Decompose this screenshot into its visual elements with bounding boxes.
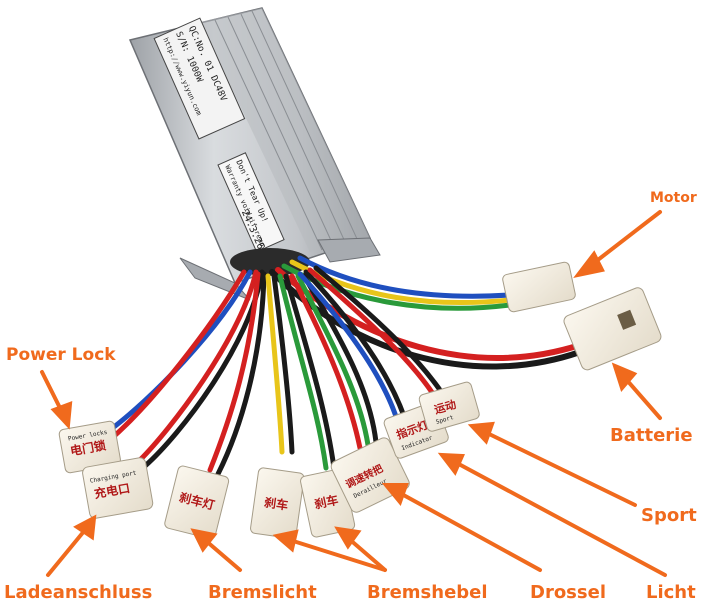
callout-arrows: [40, 210, 667, 577]
throttle-connector: 调速转把 Derailleur: [330, 437, 410, 513]
sport-arrow-line: [483, 430, 637, 507]
bremslicht-label: Bremslicht: [208, 582, 317, 603]
power-lock-tag-text: 电门锁: [69, 437, 107, 458]
motor-connector: [502, 261, 576, 313]
power-lock-label: Power Lock: [6, 345, 116, 365]
throttle-wire-black: [301, 273, 379, 445]
battery-arrow-head: [611, 362, 638, 393]
callout-labels: Motor Power Lock Batterie Sport Ladeansc…: [4, 190, 697, 603]
sport-tag-en: Sport: [435, 414, 455, 426]
ladeanschluss-label: Ladeanschluss: [4, 582, 152, 603]
power-lock-connector: 电门锁 Power locks: [58, 420, 121, 474]
motor-wire-blue: [297, 255, 513, 299]
brake2-wire-black: [283, 273, 337, 471]
battery-connector: [563, 287, 662, 371]
sport-wire-black: [313, 265, 451, 405]
motor-controller-housing: QC:No. 01 DC48V S/N: 1000W http://www.yi…: [128, 7, 381, 301]
powerlock-wire-red: [109, 269, 247, 441]
brake2-tag-text: 刹车: [313, 492, 340, 512]
mounting-flange-right: [317, 237, 381, 263]
bremshebel-arrow-line-2: [346, 536, 387, 572]
licht-label: Licht: [646, 582, 696, 603]
licht-arrow-head: [437, 452, 465, 476]
licht-arrow-line: [453, 460, 667, 577]
sport-connector: 运动 Sport: [418, 381, 480, 432]
battery-wire-red: [275, 267, 583, 361]
bremslicht-arrow-head: [190, 528, 218, 553]
housing-fin-panel: [200, 8, 370, 252]
power-lock-arrow-line: [40, 370, 64, 414]
charging-port-connector: 充电口 Charging port: [82, 457, 154, 519]
ladeanschluss-arrow-head: [73, 514, 97, 541]
motor-arrow-line: [588, 210, 662, 268]
bremshebel-arrow-head-1: [272, 529, 299, 553]
power-lock-arrow-head: [50, 401, 73, 430]
brake-lever-connector-1: 刹车: [250, 467, 305, 539]
brakelight-wire-red: [207, 271, 261, 473]
ladeanschluss-arrow-line: [46, 528, 87, 577]
light-wire-black: [303, 269, 411, 431]
brakelight-wire-black: [215, 271, 267, 477]
brake1-wire-yellow: [265, 273, 285, 455]
motor-arrow-head: [573, 250, 605, 279]
charging-wire-red: [137, 269, 259, 463]
throttle-wire-red: [289, 273, 363, 451]
brake2-wire-green: [277, 273, 329, 471]
connectors: 电门锁 Power locks 充电口 Charging port 刹车灯 刹车…: [58, 261, 662, 540]
bremshebel-label: Bremshebel: [367, 582, 488, 603]
battery-arrow-line: [623, 376, 662, 420]
brake-light-connector: 刹车灯: [164, 465, 230, 540]
brake1-tag-text: 刹车: [263, 494, 289, 512]
housing-fins: [214, 10, 359, 251]
bremshebel-arrow-head-2: [334, 526, 362, 550]
drossel-arrow-head: [381, 483, 409, 507]
motor-label: Motor: [650, 190, 697, 206]
charging-tag-text: 充电口: [93, 480, 131, 501]
bremshebel-arrow-line-1: [288, 538, 387, 572]
sport-label: Sport: [641, 505, 697, 526]
wire-harness: [107, 255, 583, 477]
drossel-label: Drossel: [530, 582, 606, 603]
sport-tag-text: 运动: [433, 397, 458, 417]
brake1-wire-black: [271, 273, 295, 455]
drossel-arrow-line: [396, 490, 542, 572]
bremslicht-arrow-line: [203, 538, 242, 572]
batterie-label: Batterie: [610, 425, 693, 446]
sport-arrow-head: [467, 421, 495, 445]
throttle-wire-green: [295, 273, 371, 448]
